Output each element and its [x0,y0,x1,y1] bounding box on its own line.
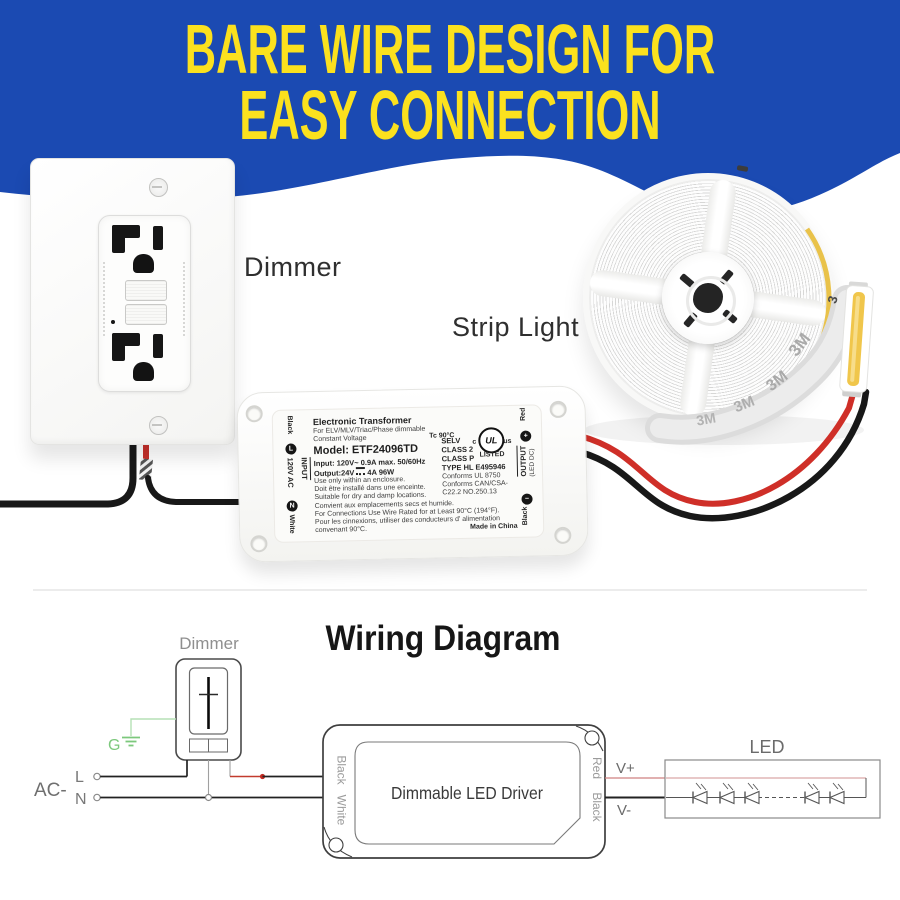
tape-3m-mark: 3M [695,409,717,428]
hub-collar [686,276,736,326]
vminus-label: V- [617,802,631,819]
driver-inner-plate [354,741,581,845]
led-label: LED [749,737,784,757]
header-title-line2: EASY CONNECTION [239,76,661,154]
fine-print-right [183,262,185,336]
outlet-slot [153,226,163,250]
plate-screw-bottom [149,416,168,435]
diode-symbol [803,782,820,805]
tape-band-highlight [650,290,857,440]
section-divider [33,589,867,591]
neutral-label: N [75,791,87,808]
strip-light-caption: Strip Light [452,312,580,342]
outlet-slot [112,333,125,361]
strip-end-digit: 3 [824,294,840,305]
outlet-slot [153,334,163,358]
hub-center-hole [693,283,723,313]
driver-black-output-wire [576,388,870,522]
reel-hub [662,252,754,344]
diode-symbol [691,782,708,805]
plate-screw-top [149,178,168,197]
ground-wire [130,718,176,736]
driver-output-red: Red [590,757,604,779]
line-label: L [75,769,84,786]
driver-screw-hole [584,730,600,746]
indicator-dot [111,320,115,324]
tape-3m-mark: 3M [731,393,757,417]
ground-hole [133,362,154,381]
fine-print-left [103,262,105,336]
diode-symbol [828,782,845,805]
diode-symbol [743,782,760,805]
diode-symbol [718,782,735,805]
junction-node [204,793,213,802]
outlet-to-driver-wire [145,475,245,505]
driver-red-output-wire [577,391,856,507]
driver-text: Dimmable LED Driver [391,783,543,803]
driver-input-black: Black [335,755,349,785]
driver-screw-hole [328,837,344,853]
wall-outlet [30,158,235,445]
outlet-black-wire [0,431,137,508]
outlet-slot [112,225,125,253]
driver-box [322,724,606,859]
driver-output-black: Black [590,792,604,822]
led-diodes [691,782,845,805]
ground-label: G [108,737,120,754]
driver-input-white: White [335,795,349,826]
diagram-dimmer-label: Dimmer [179,634,239,653]
ac-label: AC- [34,780,67,801]
test-button [125,280,167,301]
reset-button [125,304,167,325]
strip-end-segment [839,281,874,398]
vplus-label: V+ [616,760,635,777]
header-title-line1: BARE WIRE DESIGN FOR [184,10,716,88]
ground-hole [133,254,154,273]
diagram-title: Wiring Diagram [326,619,561,658]
wire-marking [138,458,154,481]
dimmer-caption: Dimmer [244,252,342,282]
gfci-receptacle [98,215,191,392]
